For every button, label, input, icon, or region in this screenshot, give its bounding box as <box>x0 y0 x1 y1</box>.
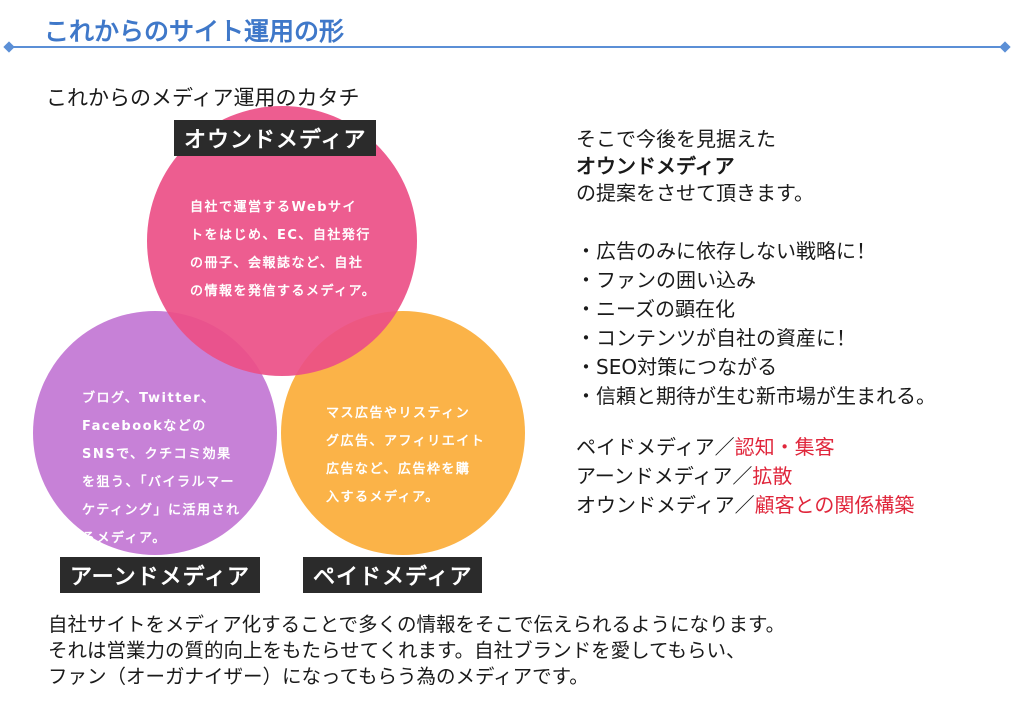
benefit-list: ・広告のみに依存しない戦略に！ ・ファンの囲い込み ・ニーズの顕在化 ・コンテン… <box>576 237 936 411</box>
divider-right-dot <box>999 41 1011 53</box>
owned-media-label: オウンドメディア <box>174 120 377 156</box>
page-title: これからのサイト運用の形 <box>44 17 345 46</box>
media-role-name: オウンドメディア／ <box>576 493 755 517</box>
summary-line: ファン（オーガナイザー）になってもらう為のメディアです。 <box>48 665 589 688</box>
owned-circle <box>147 106 417 376</box>
benefit-item: ・ファンの囲い込み <box>576 268 756 292</box>
summary-text: 自社サイトをメディア化することで多くの情報をそこで伝えられるようになります。 そ… <box>48 612 785 690</box>
paid-media-description: マス広告やリスティン グ広告、アフィリエイト 広告など、広告枠を購 入するメディ… <box>326 400 485 512</box>
owned-description-line: 自社で運営するWebサイ <box>190 200 357 215</box>
media-role-paid: ペイドメディア／認知・集客 <box>576 433 914 462</box>
media-role-earned: アーンドメディア／拡散 <box>576 462 914 491</box>
proposal-intro-line: の提案をさせて頂きます。 <box>576 181 814 205</box>
subtitle: これからのメディア運用のカタチ <box>46 86 360 110</box>
media-role-purpose: 拡散 <box>752 464 793 488</box>
benefit-item: ・信頼と期待が生む新市場が生まれる。 <box>576 384 936 408</box>
benefit-item: ・コンテンツが自社の資産に！ <box>576 326 856 350</box>
benefit-item: ・ニーズの顕在化 <box>576 297 735 321</box>
owned-description-line: トをはじめ、EC、自社発行 <box>190 228 371 243</box>
owned-description-line: の冊子、会報誌など、自社 <box>190 256 364 271</box>
earned-media-description: ブログ、Twitter、 Facebookなどの SNSで、クチコミ効果 を狙う… <box>82 385 240 553</box>
paid-media-label: ペイドメディア <box>303 557 483 593</box>
media-role-purpose: 認知・集客 <box>734 435 835 459</box>
paid-description-line: グ広告、アフィリエイト <box>326 434 486 449</box>
media-role-name: ペイドメディア／ <box>576 435 735 459</box>
media-role-purpose: 顧客との関係構築 <box>754 493 915 517</box>
earned-description-line: を狙う、「バイラルマー <box>82 475 236 490</box>
paid-circle <box>281 311 525 555</box>
paid-description-line: マス広告やリスティン <box>326 406 471 421</box>
proposal-intro-line: そこで今後を見据えた <box>576 127 776 151</box>
media-roles: ペイドメディア／認知・集客 アーンドメディア／拡散 オウンドメディア／顧客との関… <box>576 433 914 520</box>
summary-line: 自社サイトをメディア化することで多くの情報をそこで伝えられるようになります。 <box>48 613 786 636</box>
earned-description-line: Facebookなどの <box>82 419 207 434</box>
benefit-item: ・SEO対策につながる <box>576 355 778 379</box>
owned-media-description: 自社で運営するWebサイ トをはじめ、EC、自社発行 の冊子、会報誌など、自社 … <box>190 194 376 306</box>
earned-description-line: ケティング」に活用され <box>82 503 241 518</box>
paid-description-line: 入するメディア。 <box>326 490 440 505</box>
earned-circle <box>33 311 277 555</box>
title-divider <box>3 41 1011 53</box>
summary-line: それは営業力の質的向上をもたらせてくれます。自社ブランドを愛してもらい、 <box>48 639 746 662</box>
benefit-item: ・広告のみに依存しない戦略に！ <box>576 239 876 263</box>
proposal-intro: そこで今後を見据えた オウンドメディア の提案をさせて頂きます。 <box>576 126 814 207</box>
paid-description-line: 広告など、広告枠を購 <box>326 462 471 477</box>
owned-description-line: の情報を発信するメディア。 <box>190 284 377 299</box>
earned-description-line: るメディア。 <box>82 531 167 546</box>
earned-description-line: SNSで、クチコミ効果 <box>82 447 232 462</box>
earned-description-line: ブログ、Twitter、 <box>82 391 216 406</box>
media-role-owned: オウンドメディア／顧客との関係構築 <box>576 491 914 520</box>
venn-diagram <box>33 106 525 555</box>
media-role-name: アーンドメディア／ <box>576 464 753 488</box>
earned-media-label: アーンドメディア <box>60 557 261 593</box>
proposal-owned-media: オウンドメディア <box>576 154 735 178</box>
